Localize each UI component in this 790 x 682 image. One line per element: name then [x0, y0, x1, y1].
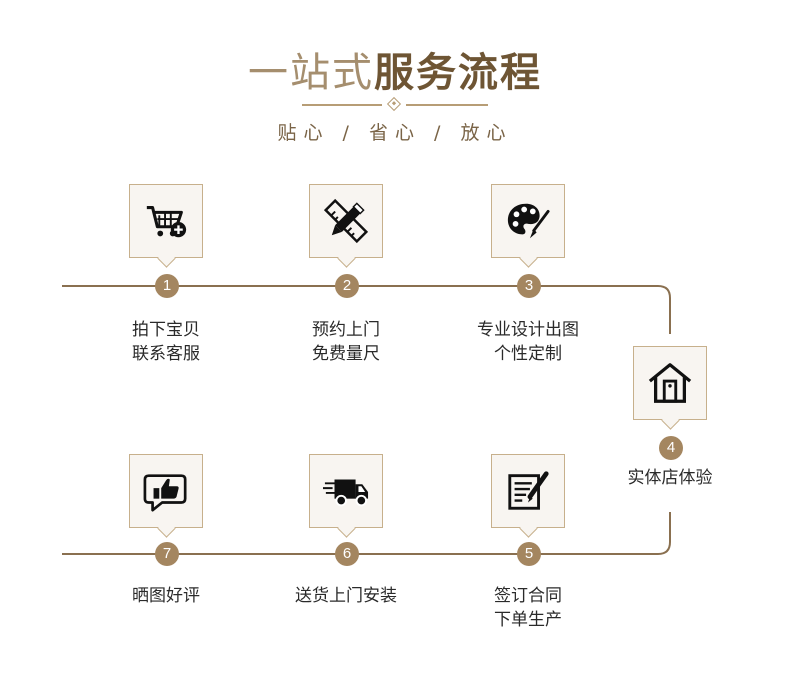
step-6-number: 6: [335, 542, 359, 566]
step-3-card: [491, 184, 565, 258]
step-2-number: 2: [335, 274, 359, 298]
step-4-card: [633, 346, 707, 420]
track-bottom: [62, 512, 671, 555]
step-5-number: 5: [517, 542, 541, 566]
step-1-line1: 拍下宝贝: [132, 320, 200, 340]
step-2-label: 预约上门 免费量尺: [266, 318, 426, 366]
step-3-label: 专业设计出图 个性定制: [448, 318, 608, 366]
step-5-card: [491, 454, 565, 528]
step-5-line1: 签订合同: [494, 586, 562, 606]
step-3-line2: 个性定制: [494, 344, 562, 364]
pencil-ruler-icon: [323, 198, 369, 244]
store-house-icon: [648, 363, 692, 403]
thumbs-up-review-icon: [143, 474, 187, 512]
step-6-card: [309, 454, 383, 528]
step-4-line1: 实体店体验: [627, 468, 713, 488]
title-divider-left: [302, 104, 382, 106]
delivery-truck-icon: [323, 479, 369, 507]
step-5-line2: 下单生产: [494, 610, 562, 630]
step-1-label: 拍下宝贝 联系客服: [86, 318, 246, 366]
step-7-number: 7: [155, 542, 179, 566]
step-2-line2: 免费量尺: [312, 344, 380, 364]
step-3-number: 3: [517, 274, 541, 298]
step-7-label: 晒图好评: [86, 584, 246, 608]
step-5-label: 签订合同 下单生产: [448, 584, 608, 632]
shopping-cart-add-icon: [146, 206, 187, 238]
step-1-number: 1: [155, 274, 179, 298]
step-1-line2: 联系客服: [132, 344, 200, 364]
contract-sign-icon: [508, 471, 549, 510]
page-subtitle: 贴心 / 省心 / 放心: [277, 122, 513, 144]
step-1-card: [129, 184, 203, 258]
title-bold: 服务流程: [374, 50, 542, 96]
track-top: [62, 285, 671, 334]
title-light: 一站式: [248, 50, 374, 96]
step-7-card: [129, 454, 203, 528]
title-divider-right: [406, 104, 488, 106]
step-2-line1: 预约上门: [312, 320, 380, 340]
step-3-line1: 专业设计出图: [477, 320, 579, 340]
page-title: 一站式服务流程: [0, 48, 790, 98]
step-2-card: [309, 184, 383, 258]
step-6-line1: 送货上门安装: [295, 586, 397, 606]
paint-palette-icon: [507, 203, 550, 239]
step-7-line1: 晒图好评: [132, 586, 200, 606]
step-6-label: 送货上门安装: [266, 584, 426, 608]
step-4-label: 实体店体验: [590, 466, 750, 490]
step-4-number: 4: [659, 436, 683, 460]
